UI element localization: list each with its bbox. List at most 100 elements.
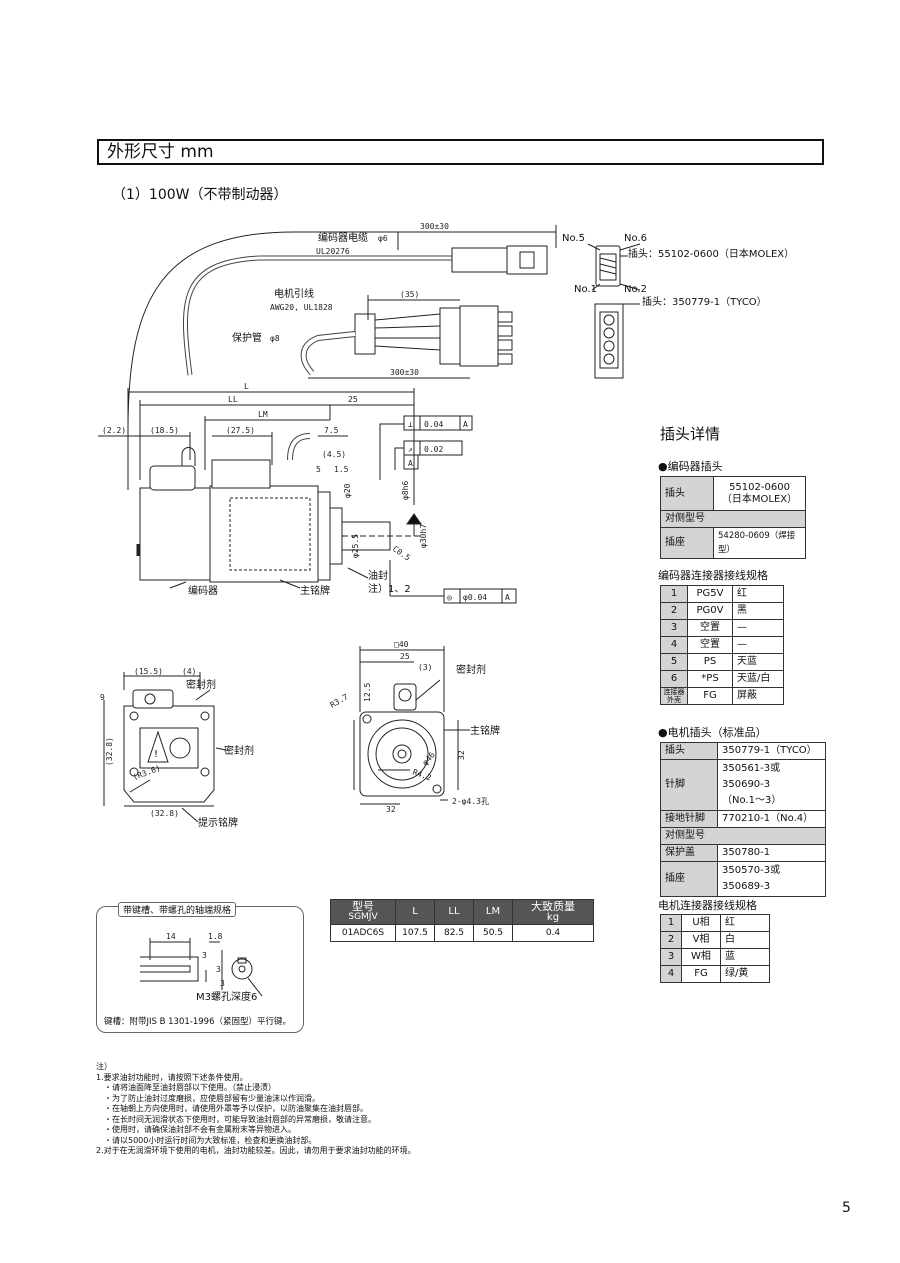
enc-shell-label: 连接器外壳 [660,687,688,705]
back-warning-plate: 提示铭牌 [198,816,238,829]
dim-18-5: (18.5) [150,426,179,435]
shaft-thread-label: M3螺孔深度6 [196,990,257,1003]
dim-35: (35) [400,290,419,299]
dim-5: 5 [316,465,321,474]
nameplate-label: 主铭牌 [300,584,330,597]
enc-plug-label: 插头 [660,476,714,511]
model-value: 01ADC6S [330,924,396,942]
shaft-spec-title: 带键槽、带螺孔的轴端规格 [118,902,237,917]
L-value: 107.5 [395,924,435,942]
pin-no1: No.1 [574,284,597,295]
enc-plug-value: 55102-0600（日本MOLEX） [713,476,806,511]
pin-no5: No.5 [562,233,585,244]
protect-tube-label: 保护管 [232,331,262,344]
dim-7-5: 7.5 [324,426,339,435]
front-dim-12-5: 12.5 [363,683,372,702]
encoder-wiring-title: 编码器连接器接线规格 [658,569,768,582]
tol-run-ref: A [408,459,413,468]
svg-text:!: ! [154,749,158,760]
shaft-dim-3b: 3 [216,965,221,974]
mass-value: 0.4 [512,924,594,942]
dim-phi25: φ25.5 [351,534,360,558]
motor-wiring-title: 电机连接器接线规格 [658,899,757,912]
back-dim-15-5: (15.5) [134,667,163,676]
note-line: ・请以5000小时运行时间为大致标准，检查和更换油封部。 [104,1135,317,1145]
dim-1-5: 1.5 [334,465,349,474]
dim-phi20: φ20 [343,483,352,498]
shaft-dim-3a: 3 [202,951,207,960]
pin-no2: No.2 [624,284,647,295]
note-line: 1.要求油封功能时，请按照下述条件使用。 [96,1072,248,1082]
enc-socket-label: 插座 [660,527,714,559]
tol-conc-symbol: ◎ [447,593,452,602]
pin-no6: No.6 [624,233,647,244]
shaft-spec-box [96,906,304,1033]
back-dim-9: 9 [100,693,105,702]
notes: 注） 1.要求油封功能时，请按照下述条件使用。 ・请将油面降至油封唇部以下使用。… [96,1062,616,1157]
dim-2-2: (2.2) [102,426,126,435]
header-LM: LM [473,899,513,925]
front-dim-32-h: 32 [386,805,396,814]
header-L: L [395,899,435,925]
dim-300-top: 300±30 [420,222,449,231]
note-line: ・为了防止油封过度磨损，应使唇部留有少量油沫以作润滑。 [104,1093,320,1103]
plug-details-title: 插头详情 [660,425,721,443]
keyway-note: 键槽：附带JIS B 1301-1996（紧固型）平行键。 [104,1017,291,1027]
motor-plug-title: ●电机插头（标准品） [658,726,767,739]
back-dim-4: (4) [182,667,196,676]
section-title: 外形尺寸 mm [97,139,824,165]
front-dim-32-v: 32 [457,750,466,760]
dim-L: L [244,382,249,391]
note-line: 注） [96,1062,112,1071]
encoder-cable-dia: φ6 [378,234,388,243]
front-r3-7: R3.7 [329,692,350,710]
note-line: 2.对于在无润滑环境下使用的电机，油封功能较差。因此，请勿用于要求油封功能的环境… [96,1146,416,1155]
header-LL: LL [434,899,474,925]
motor-lead-spec: AWG20, UL1828 [270,303,333,312]
note-line: ・请将油面降至油封唇部以下使用。（禁止浸渍） [104,1083,276,1092]
encoder-label: 编码器 [188,584,218,597]
tol-perp-value: 0.04 [424,420,443,429]
dim-27-5: (27.5) [226,426,255,435]
dim-phi30: φ30h7 [419,524,428,548]
encoder-cable-spec: UL20276 [316,247,350,256]
tol-conc-ref: A [505,593,510,602]
shaft-dim-1-8: 1.8 [208,932,223,941]
subtitle: （1）100W（不带制动器） [112,187,288,203]
encoder-plug-table: 插头 55102-0600（日本MOLEX） 对侧型号 插座 54280-060… [660,476,806,559]
back-dim-32-8-h: (32.8) [150,809,179,818]
protect-tube-dia: φ8 [270,334,280,343]
dim-4-5: (4.5) [322,450,346,459]
encoder-plug-title: ●编码器插头 [658,460,723,473]
note-line: ・在长时间无润滑状态下使用时，可能导致油封唇部的异常磨损，敬请注意。 [104,1114,376,1124]
back-dim-32-8-v: (32.8) [105,737,114,766]
dim-LM: LM [258,410,268,419]
LL-value: 82.5 [434,924,474,942]
tol-conc-value: φ0.04 [463,593,487,602]
back-sealant-2: 密封剂 [224,744,254,757]
LM-value: 50.5 [473,924,513,942]
oil-seal-label: 油封 [368,569,388,582]
tol-run-symbol: ↗ [408,445,413,454]
dim-c05: C0.5 [391,544,412,563]
tol-perp-ref: A [463,420,468,429]
front-sealant: 密封剂 [456,663,486,676]
dim-25: 25 [348,395,358,404]
note-line: ・在轴朝上方向使用时，请使用外罩等予以保护，以防油聚集在油封唇部。 [104,1104,368,1113]
tol-run-value: 0.02 [424,445,443,454]
back-sealant-1: 密封剂 [186,678,216,691]
page-number: 5 [842,1200,851,1216]
encoder-plug-callout: 插头：55102-0600（日本MOLEX） [628,247,794,260]
shaft-dim-14: 14 [166,932,176,941]
dim-300-mid: 300±30 [390,368,419,377]
front-nameplate: 主铭牌 [470,724,500,737]
dim-phi8: φ8h6 [401,481,410,500]
front-dim-25: 25 [400,652,410,661]
oil-seal-note: 注）1、2 [368,582,411,595]
